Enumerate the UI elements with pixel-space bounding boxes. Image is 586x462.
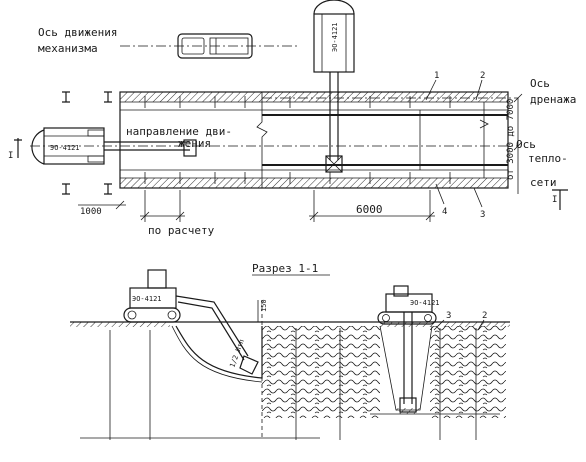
axis-movement-label-line2: механизма (38, 42, 98, 55)
dim-3000-7000: от 3000 до 7000 (506, 99, 516, 180)
callout-4: 4 (442, 207, 447, 217)
excavator-model-side-left: ЭО-4121 (132, 295, 162, 303)
section-callout-3: 3 (446, 311, 451, 321)
direction-label-line1: направление дви- (126, 125, 232, 138)
excavator-model-plan-left: ЭО-4121 (50, 144, 80, 152)
section-view: ЭО-4121 1/2 Итп 150 ЭО-4121 3 2 (70, 269, 510, 440)
section-title: Разрез 1-1 (252, 262, 318, 275)
section-posts (109, 328, 477, 440)
excavator-plan-top: ЭО-4121 (313, 0, 355, 173)
per-calc-label: по расчету (148, 224, 215, 237)
direction-label-line2: жения (178, 137, 211, 150)
callout-3: 3 (480, 210, 485, 220)
plan-view: Ось движения механизма (8, 0, 576, 237)
svg-text:I: I (8, 151, 13, 161)
excavator-model-plan-top: ЭО-4121 (331, 22, 339, 52)
svg-text:I: I (552, 195, 557, 205)
excavator-plan-left: ЭО-4121 (31, 127, 197, 165)
excavation-profile (175, 325, 263, 379)
dim-6000: 6000 (356, 203, 383, 216)
dim-1000: 1000 (80, 207, 102, 217)
vehicle-top-view (177, 33, 253, 59)
callout-1: 1 (434, 71, 439, 81)
axis-movement-label-line1: Ось движения (38, 26, 117, 39)
axis-drainage-label-line1: Ось (530, 77, 550, 90)
excavator-model-side-right: ЭО-4121 (410, 299, 440, 307)
axis-heat-label-line3: сети (530, 176, 557, 189)
callout-2: 2 (480, 71, 485, 81)
axis-drainage-label-line2: дренажа (530, 93, 576, 106)
dim-150: 150 (260, 299, 268, 312)
axis-heat-label-line2: тепло- (528, 152, 568, 165)
section-mark-right: I (552, 189, 568, 210)
axis-heat-label-line1: Ось (516, 138, 536, 151)
post-markers (62, 91, 112, 195)
section-mark-left: I (8, 138, 22, 161)
slope-label: 1/2 Итп (228, 338, 246, 368)
section-callout-2: 2 (482, 311, 487, 321)
